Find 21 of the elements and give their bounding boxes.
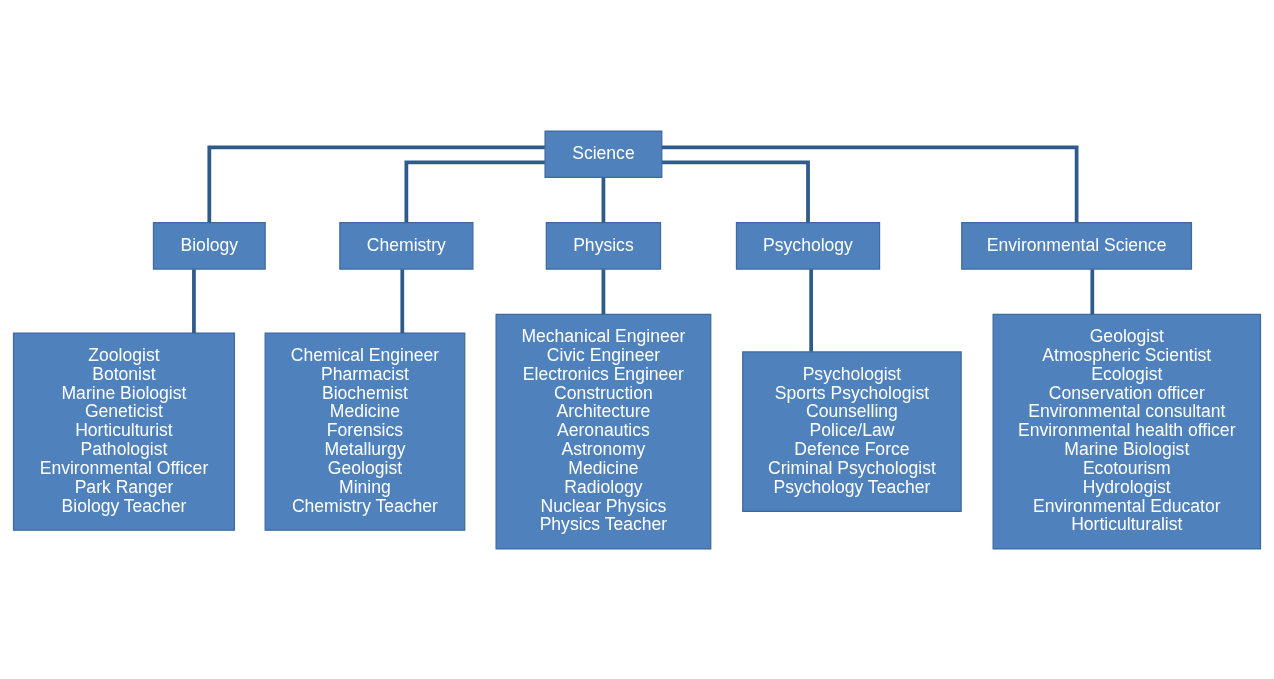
- node-box: Zoologist Botonist Marine Biologist Geneticist Horticulturist Pathologist Environmental Officer Park Ranger Biology Teacher: [12, 331, 236, 531]
- connector: [192, 268, 196, 333]
- connector: [601, 177, 606, 222]
- node-box: Geologist Atmospheric Scientist Ecologist Conservation officer Environmental consultant Environmental health officer Marine Biologist Ecotourism Hydrologist Environmental Educator Horticulturalist: [992, 313, 1262, 550]
- node-box: Physics: [545, 221, 662, 270]
- node-box: Science: [544, 129, 663, 178]
- connector: [661, 144, 1079, 222]
- connector: [601, 268, 606, 314]
- node-box: Psychologist Sports Psychologist Counselling Police/Law Defence Force Criminal Psychologist Psychology Teacher: [742, 350, 962, 512]
- connector: [400, 268, 405, 333]
- connector: [404, 160, 545, 223]
- connector: [662, 160, 810, 223]
- node-box: Mechanical Engineer Civic Engineer Electronics Engineer Construction Architecture Aeronautics Astronomy Medicine Radiology Nuclear Physics Physics Teacher: [495, 313, 712, 550]
- connector: [1090, 268, 1095, 314]
- node-box: Environmental Science: [961, 221, 1193, 270]
- connector: [207, 144, 545, 222]
- node-box: Biology: [152, 221, 266, 270]
- node-box: Psychology: [735, 221, 881, 270]
- node-box: Chemistry: [339, 221, 474, 270]
- node-box: Chemical Engineer Pharmacist Biochemist Medicine Forensics Metallurgy Geologist Mining Chemistry Teacher: [264, 331, 466, 531]
- connector: [809, 268, 814, 352]
